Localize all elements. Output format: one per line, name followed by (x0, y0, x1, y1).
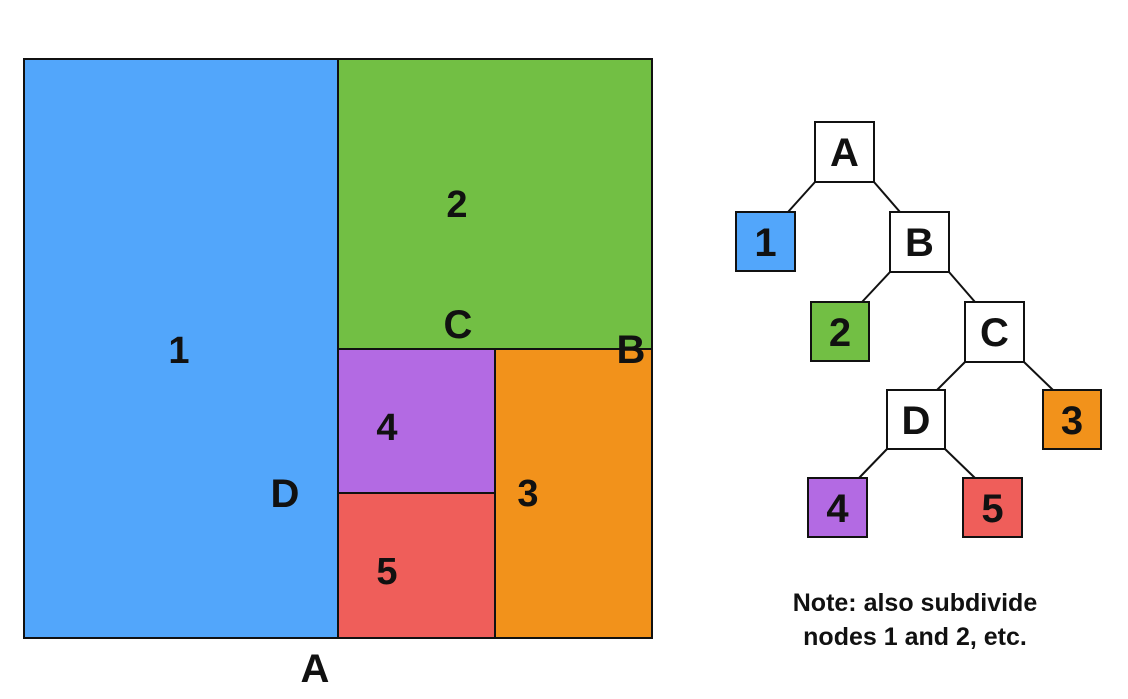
edge-d-4 (858, 448, 888, 479)
edge-a-1 (787, 181, 816, 213)
region-2-label: 2 (446, 184, 467, 226)
region-3 (494, 348, 653, 639)
tree-edges (787, 181, 1054, 479)
tree-node-b: B (889, 211, 950, 273)
tree-node-3: 3 (1042, 389, 1102, 450)
split-label-b: B (617, 328, 646, 372)
split-label-a: A (301, 647, 330, 691)
tree-node-3-box (1042, 389, 1102, 450)
tree-node-2: 2 (810, 301, 870, 362)
note-line-1: Note: also subdivide (793, 589, 1038, 617)
tree-node-5-box (962, 477, 1023, 538)
region-1 (23, 58, 339, 639)
region-1-label: 1 (168, 330, 189, 372)
edge-c-d (936, 361, 966, 391)
tree-node-1-label: 1 (754, 221, 776, 265)
region-4-label: 4 (376, 407, 397, 449)
tree-node-a-box (814, 121, 875, 183)
tree-node-d: D (886, 389, 946, 450)
tree-node-1: 1 (735, 211, 796, 272)
edge-c-3 (1023, 361, 1054, 391)
split-label-c: C (444, 303, 473, 347)
edge-d-5 (944, 448, 976, 479)
tree-node-1-box (735, 211, 796, 272)
tree-view: A 1 B 2 C D 3 4 (735, 121, 1102, 538)
tree-node-c: C (964, 301, 1025, 363)
tree-node-4-label: 4 (826, 487, 849, 531)
tree-node-d-box (886, 389, 946, 450)
tree-node-2-box (810, 301, 870, 362)
tree-node-2-label: 2 (829, 311, 851, 355)
region-2 (337, 58, 653, 350)
partition-view: 1 2 4 5 3 A B C D (23, 58, 653, 691)
tree-node-4: 4 (807, 477, 868, 538)
split-label-d: D (271, 472, 300, 516)
region-5 (337, 492, 496, 639)
tree-node-5: 5 (962, 477, 1023, 538)
tree-node-3-label: 3 (1061, 399, 1083, 443)
tree-node-c-box (964, 301, 1025, 363)
note-line-2: nodes 1 and 2, etc. (803, 623, 1027, 651)
tree-node-b-box (889, 211, 950, 273)
tree-node-5-label: 5 (981, 487, 1003, 531)
tree-node-a-label: A (830, 131, 859, 175)
region-4 (337, 348, 496, 494)
tree-node-b-label: B (905, 221, 934, 265)
tree-node-a: A (814, 121, 875, 183)
region-5-label: 5 (376, 551, 397, 593)
tree-node-4-box (807, 477, 868, 538)
note-text: Note: also subdivide nodes 1 and 2, etc. (793, 589, 1038, 651)
edge-b-c (948, 271, 976, 303)
tree-node-d-label: D (902, 399, 931, 443)
region-3-label: 3 (517, 473, 538, 515)
tree-node-c-label: C (980, 311, 1009, 355)
edge-b-2 (861, 271, 891, 303)
edge-a-b (873, 181, 901, 213)
